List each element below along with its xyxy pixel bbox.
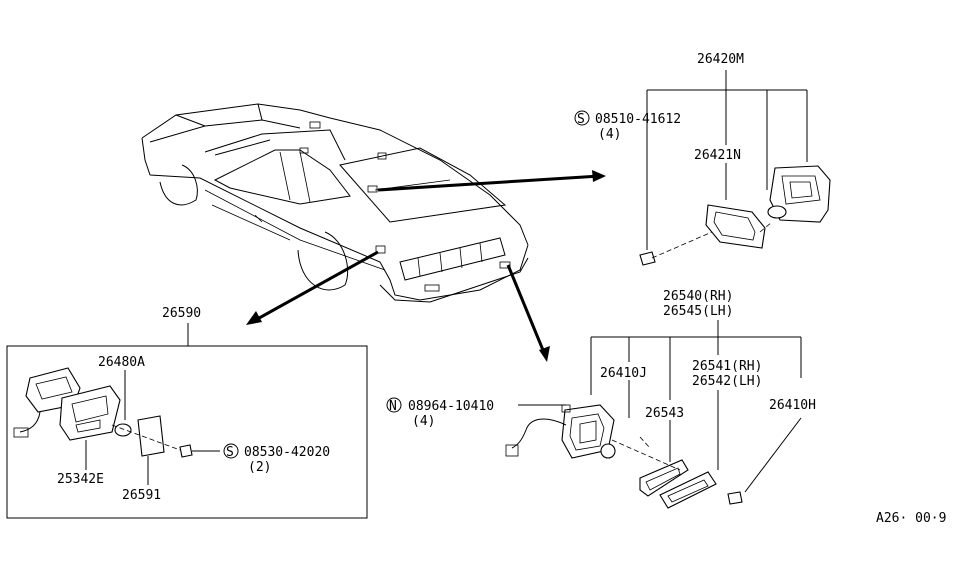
label-26410H: 26410H: [769, 398, 816, 413]
label-26410J: 26410J: [600, 366, 647, 381]
bulb-part: [767, 205, 787, 219]
screw-part: [639, 251, 656, 266]
diagram-ref-code: A26· 00·9: [876, 511, 946, 526]
label-26590: 26590: [162, 306, 201, 321]
label-08530-qty: (2): [248, 460, 271, 475]
label-08530-42020: 08530-42020: [244, 445, 330, 460]
label-26545: 26545(LH): [663, 304, 733, 319]
label-08510-41612: 08510-41612: [595, 112, 681, 127]
svg-text:S: S: [226, 445, 234, 460]
arrow-to-license-lamp: [246, 250, 379, 325]
label-08964-10410: 08964-10410: [408, 399, 494, 414]
label-26543: 26543: [645, 406, 684, 421]
label-26421N: 26421N: [694, 148, 741, 163]
label-26540: 26540(RH): [663, 289, 733, 304]
label-25342E: 25342E: [57, 472, 104, 487]
lamp-frame-part: [59, 385, 121, 441]
bulb-part: [114, 423, 132, 437]
arrow-to-roof-lamp: [377, 170, 606, 192]
license-lamp-box: 26590 26480A S 08530-42020 (2) 25342E: [6, 306, 368, 519]
label-26591: 26591: [122, 488, 161, 503]
side-marker-assembly: 26540(RH) 26545(LH) 26410J 26541(RH) 265…: [386, 289, 816, 509]
lens-part: [705, 204, 766, 249]
label-26480A: 26480A: [98, 355, 145, 370]
label-26542: 26542(LH): [692, 374, 762, 389]
n-mark-symbol: N: [386, 397, 402, 414]
lens-part: [137, 415, 165, 457]
roof-lamp-assembly: 26420M S 08510-41612 (4) 26421N: [574, 52, 831, 266]
s-mark-symbol: S: [223, 443, 239, 460]
label-26541: 26541(RH): [692, 359, 762, 374]
car-illustration: [141, 103, 529, 303]
label-08964-qty: (4): [412, 414, 435, 429]
s-mark-symbol: S: [574, 110, 590, 127]
arrow-to-side-marker: [506, 264, 550, 362]
screw-part: [179, 444, 193, 458]
svg-text:S: S: [577, 112, 585, 127]
svg-text:N: N: [389, 399, 397, 414]
lamp-housing-part: [769, 165, 831, 223]
label-08510-qty: (4): [598, 127, 621, 142]
screw-part: [727, 491, 743, 505]
bulb-part: [600, 443, 616, 459]
label-26420M: 26420M: [697, 52, 744, 67]
